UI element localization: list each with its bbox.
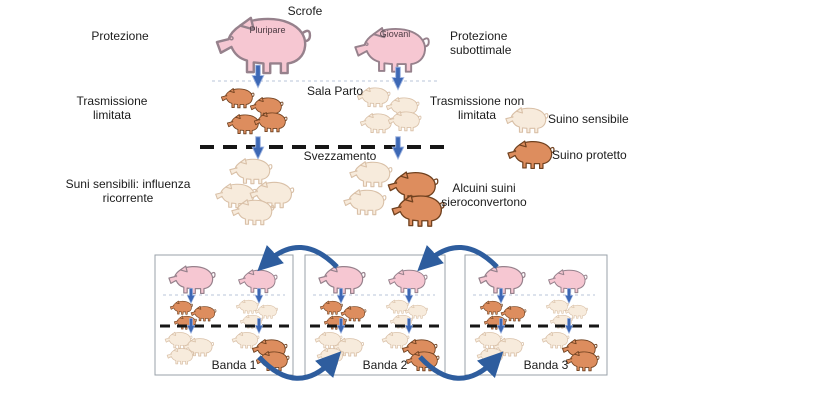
band-2-mini-diagram (310, 266, 440, 371)
susceptible-pig-figure (343, 189, 387, 216)
susceptible-pig-figure (349, 161, 393, 188)
protezione-subottimale-label: Protezione subottimale (450, 29, 512, 58)
protected-piglet-figure (253, 112, 288, 133)
trasmissione-limitata-label: Trasmissione limitata (76, 94, 148, 123)
pluripare-label: Pluripare (249, 25, 286, 35)
band-3-mini-diagram (470, 266, 600, 371)
susceptible-piglet-figure (387, 111, 422, 132)
band-box-1 (154, 254, 294, 376)
legend-sensibile-label: Suino sensibile (548, 112, 629, 126)
susceptible-piglet-figure (359, 113, 394, 134)
transfer-arrow-band2-to-band3 (418, 351, 504, 381)
trasmissione-non-limitata-label: Trasmissione non limitata (429, 94, 525, 123)
band-1-label: Banda 1 (211, 358, 257, 372)
transfer-arrow-band3-to-band2 (417, 244, 499, 272)
band-box-3 (464, 254, 608, 376)
transfer-arrow-band2-to-band1 (257, 244, 339, 272)
transfer-arrow-band1-to-band2 (257, 351, 342, 381)
band-box-2 (304, 254, 446, 376)
susceptible-pig-figure (229, 158, 273, 185)
sieroconversione-label: Alcuini suini sieroconvertono (441, 181, 527, 210)
legend-pig-protected (507, 140, 555, 170)
down-arrow-icon (251, 136, 265, 160)
suini-sensibili-label: Suni sensibili: influenza ricorrente (65, 177, 191, 206)
legend-protetto-label: Suino protetto (552, 148, 627, 162)
band-2-label: Banda 2 (362, 358, 408, 372)
svezzamento-label: Svezzamento (303, 149, 377, 163)
protezione-label: Protezione (91, 29, 149, 43)
scrofe-label: Scrofe (287, 4, 323, 18)
sala-parto-label: Sala Parto (306, 84, 364, 98)
down-arrow-icon (391, 136, 405, 160)
giovani-label: Giovani (379, 29, 411, 39)
band-3-label: Banda 3 (523, 358, 569, 372)
protected-piglet-figure (220, 88, 255, 109)
band-1-mini-diagram (160, 266, 290, 371)
